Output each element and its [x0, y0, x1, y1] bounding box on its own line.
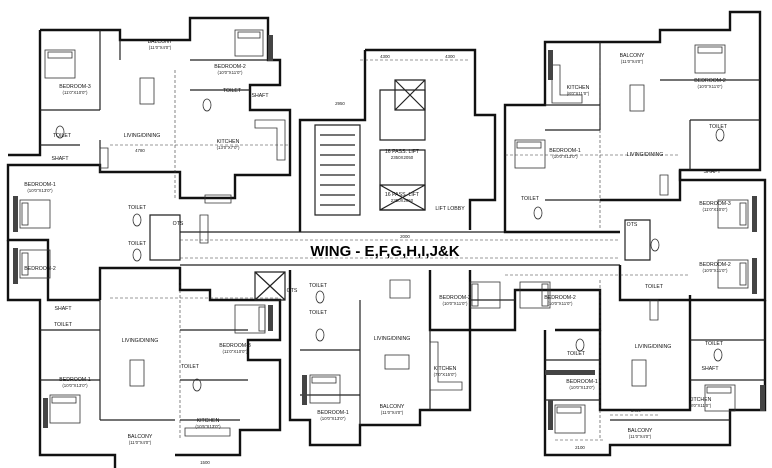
toilet-label-13: TOILET: [567, 351, 586, 357]
living-label-2: LIVING/DINING: [122, 338, 159, 344]
kitchen-label: KITCHEN: [217, 139, 240, 145]
toilet-label: TOILET: [223, 88, 242, 94]
toilet-label-3: TOILET: [128, 205, 147, 211]
kitchen-size-5: (8'0"X11'0"): [689, 403, 712, 408]
shaft-label-2: SHAFT: [51, 156, 69, 162]
kitchen-label-5: KITCHEN: [689, 397, 712, 403]
toilet-label-10: TOILET: [521, 196, 540, 202]
balcony-size-3: (11'0"X4'0"): [381, 410, 404, 415]
wing-title: WING - E,F,G,H,I,J&K: [310, 243, 459, 260]
dim-1500: 1500: [200, 460, 210, 465]
bedroom2-label-4: BEDROOM-2: [544, 295, 576, 301]
kitchen-label-2: KITCHEN: [197, 418, 220, 424]
toilet-label-8: TOILET: [309, 310, 328, 316]
bedroom1-label-5: BEDROOM-1: [566, 379, 598, 385]
dim-4300-b: 4300: [445, 54, 455, 59]
kitchen-label-4: KITCHEN: [567, 85, 590, 91]
balcony-size: (11'0"X4'0"): [149, 45, 172, 50]
bedroom2-size-6: (10'0"X11'0"): [703, 268, 729, 273]
lift-label-2: 16 PASS. LIFT: [385, 192, 420, 198]
living-label-3: LIVING/DINING: [374, 336, 411, 342]
balcony-size-2: (11'0"X4'0"): [129, 440, 152, 445]
lift-lobby-label: LIFT LOBBY: [435, 206, 465, 212]
bedroom2-size-5: (10'0"X11'0"): [698, 84, 724, 89]
balcony-label: BALCONY: [148, 39, 173, 45]
kitchen-size-2: (10'6"X13'0"): [195, 424, 221, 429]
bedroom3-size-2: (11'0"X10'0"): [223, 349, 249, 354]
bedroom2-label-l: BEDROOM-2: [24, 266, 56, 272]
bedroom2-size-3: (10'0"X11'0"): [443, 301, 469, 306]
bedroom2-label: BEDROOM-2: [214, 64, 246, 70]
balcony-label-4: BALCONY: [620, 53, 645, 59]
toilet-label-2: TOILET: [53, 133, 72, 139]
bedroom1-size-3: (10'0"X13'0"): [320, 416, 346, 421]
toilet-label-7: TOILET: [309, 283, 328, 289]
bedroom3-size: (11'0"X10'0"): [63, 90, 89, 95]
ots-label-2: OTS: [287, 288, 298, 294]
bedroom2-label-3: BEDROOM-2: [439, 295, 471, 301]
bedroom1-size: (10'0"X13'0"): [27, 188, 53, 193]
living-label-4: LIVING/DINING: [627, 152, 664, 158]
living-label: LIVING/DINING: [124, 133, 161, 139]
interior-partitions: [40, 30, 765, 425]
bedroom1-size-4: (10'0"X13'0"): [552, 154, 578, 159]
bedroom1-label-4: BEDROOM-1: [549, 148, 581, 154]
shaft-label-3: SHAFT: [54, 306, 72, 312]
balcony-label-5: BALCONY: [628, 428, 653, 434]
window-hatches: [13, 35, 765, 430]
balcony-size-5: (11'0"X4'0"): [629, 434, 652, 439]
shaft-label-5: SHAFT: [701, 366, 719, 372]
bedroom3-label-3: BEDROOM-3: [699, 201, 731, 207]
ots-label: OTS: [173, 221, 184, 227]
dim-2400: 2400: [631, 408, 641, 413]
bedroom1-size-2: (10'0"X13'0"): [62, 383, 88, 388]
balcony-size-4: (11'0"X4'0"): [621, 59, 644, 64]
shaft-label-4: SHAFT: [703, 169, 721, 175]
dim-2100: 2100: [575, 445, 585, 450]
dim-4300-a: 4300: [380, 54, 390, 59]
bedroom2-label-5: BEDROOM-2: [694, 78, 726, 84]
balcony-label-2: BALCONY: [128, 434, 153, 440]
bedroom1-size-5: (10'0"X13'0"): [569, 385, 595, 390]
toilet-label-6: TOILET: [181, 364, 200, 370]
kitchen-size: (13'0"X7'0"): [217, 145, 240, 150]
shaft-label: SHAFT: [251, 93, 269, 99]
bedroom3-label: BEDROOM-3: [59, 84, 91, 90]
toilet-label-5: TOILET: [54, 322, 73, 328]
wall-outlines: [6, 10, 767, 468]
bedroom1-label-3: BEDROOM-1: [317, 410, 349, 416]
toilet-label-11: TOILET: [645, 284, 664, 290]
bedroom3-size-3: (11'0"X10'0"): [703, 207, 729, 212]
toilet-label-4: TOILET: [128, 241, 147, 247]
bedroom1-label: BEDROOM-1: [24, 182, 56, 188]
dimension-lines: [110, 59, 690, 441]
bedroom1-label-2: BEDROOM-1: [59, 377, 91, 383]
balcony-label-3: BALCONY: [380, 404, 405, 410]
bedroom2-label-6: BEDROOM-2: [699, 262, 731, 268]
lift-label: 16 PASS. LIFT: [385, 149, 420, 155]
living-label-5: LIVING/DINING: [635, 344, 672, 350]
dim-4780: 4780: [135, 148, 145, 153]
dim-2000: 2000: [400, 234, 410, 239]
bedroom2-size-4: (10'0"X11'0"): [548, 301, 574, 306]
lift-size: 2350X2050: [391, 155, 414, 160]
kitchen-size-4: (8'0"X11'0"): [567, 91, 590, 96]
bedroom3-label-2: BEDROOM-3: [219, 343, 251, 349]
toilet-label-12: TOILET: [705, 341, 724, 347]
kitchen-label-3: KITCHEN: [434, 366, 457, 372]
ots-label-3: OTS: [627, 222, 638, 228]
kitchen-size-3: (7'0"X15'0"): [434, 372, 457, 377]
furniture: [19, 29, 749, 437]
toilet-label-9: TOILET: [709, 124, 728, 130]
bedroom2-size: (10'0"X11'0"): [218, 70, 244, 75]
lift-size-2: 2350X2050: [391, 198, 414, 203]
dim-2950: 2950: [335, 101, 345, 106]
